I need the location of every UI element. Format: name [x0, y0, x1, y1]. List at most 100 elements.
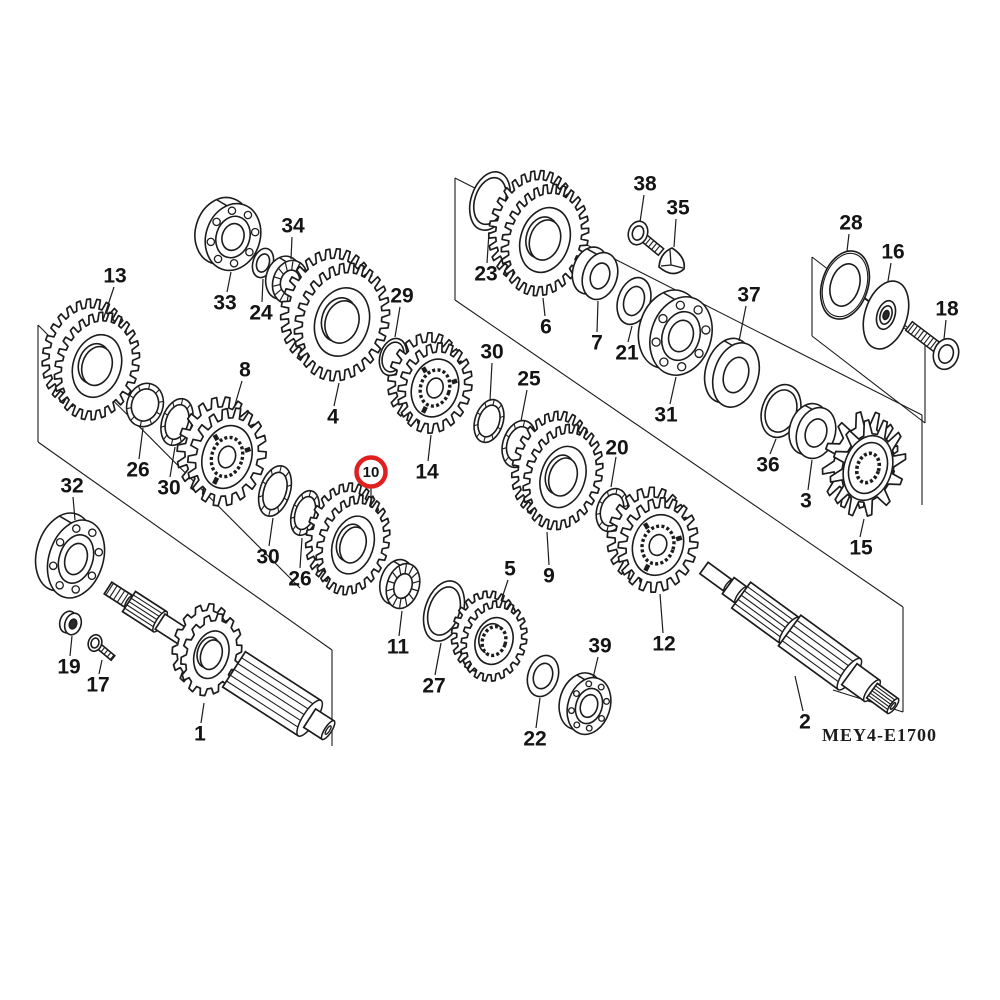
part-label-20: 20 [605, 437, 628, 460]
part-21-washer [616, 276, 652, 326]
part-18-bolt [904, 320, 960, 371]
part-label-37: 37 [737, 284, 760, 307]
leader-line-21 [627, 325, 633, 343]
part-2-shaft [698, 561, 900, 715]
part-9-gear [510, 410, 604, 531]
leader-line-30 [489, 362, 493, 401]
leader-line-26 [138, 427, 144, 460]
leader-line-7 [596, 300, 599, 333]
part-label-21: 21 [615, 342, 639, 365]
leader-line-12 [659, 593, 664, 634]
part-label-26: 26 [126, 459, 149, 482]
leader-line-35 [673, 218, 677, 248]
part-label-3: 3 [800, 490, 812, 513]
leader-line-9 [546, 531, 550, 566]
leader-line-28 [846, 233, 850, 252]
part-32-bearing [34, 512, 106, 599]
diagram-code: MEY4-E1700 [822, 725, 937, 745]
leader-line-18 [943, 319, 947, 340]
leader-line-4 [333, 382, 340, 407]
leader-line-34 [290, 236, 293, 260]
part-label-6: 6 [540, 316, 552, 339]
part-label-19: 19 [57, 656, 80, 679]
part-33-bearing [194, 196, 262, 272]
part-label-29: 29 [390, 285, 413, 308]
leader-line-27 [434, 642, 442, 676]
part-30-spline_ring [473, 398, 505, 444]
part-3-collar [788, 402, 837, 460]
part-27-ring [422, 580, 466, 642]
part-label-22: 22 [523, 728, 546, 751]
part-label-8: 8 [239, 359, 251, 382]
part-label-10: 10 [363, 464, 380, 481]
part-label-27: 27 [422, 675, 445, 698]
part-31-bearing [637, 289, 713, 376]
part-14-dog_gear [387, 331, 473, 434]
part-37-collar [703, 337, 761, 408]
leader-line-13 [102, 286, 115, 321]
leader-line-2 [794, 675, 804, 712]
part-label-5: 5 [504, 558, 516, 581]
part-label-31: 31 [654, 404, 678, 427]
leader-line-8 [233, 380, 243, 409]
leader-line-6 [542, 297, 546, 317]
part-label-12: 12 [652, 633, 675, 656]
part-label-18: 18 [935, 298, 959, 321]
part-label-7: 7 [591, 332, 603, 355]
part-15-sprocket [821, 411, 907, 517]
part-label-15: 15 [849, 537, 873, 560]
leader-lines [69, 194, 947, 729]
part-label-35: 35 [666, 197, 690, 220]
part-26-spline_ring [125, 382, 165, 428]
part-6-gear [487, 169, 590, 297]
part-11-needle [379, 558, 421, 610]
part-label-9: 9 [543, 565, 555, 588]
part-19-cup [58, 610, 83, 636]
leader-line-25 [520, 389, 528, 422]
part-22-washer [526, 654, 560, 698]
part-label-24: 24 [249, 302, 273, 325]
part-label-38: 38 [633, 173, 657, 196]
part-12-dog_gear [606, 486, 699, 593]
part-label-1: 1 [194, 723, 206, 746]
leader-line-36 [769, 438, 777, 455]
part-8-dog_gear [176, 396, 268, 507]
part-label-26: 26 [288, 568, 311, 591]
part-4-gear [279, 247, 391, 382]
part-label-17: 17 [86, 674, 109, 697]
part-30-spline_ring [257, 465, 293, 517]
leader-line-16 [887, 262, 892, 282]
part-28-disc [819, 250, 871, 320]
part-label-30: 30 [480, 341, 503, 364]
leader-line-37 [738, 305, 747, 342]
leader-line-5 [500, 579, 509, 602]
part-1-shaft [103, 580, 336, 741]
leader-line-20 [610, 456, 617, 488]
part-label-36: 36 [756, 454, 779, 477]
leader-line-15 [859, 518, 865, 538]
part-label-28: 28 [839, 212, 863, 235]
part-label-2: 2 [799, 711, 811, 734]
part-label-34: 34 [281, 215, 305, 238]
leader-line-19 [69, 635, 73, 657]
part-label-16: 16 [881, 241, 904, 264]
leader-line-31 [669, 376, 677, 405]
part-label-32: 32 [60, 475, 83, 498]
leader-line-26 [299, 537, 303, 569]
part-label-14: 14 [415, 461, 439, 484]
leader-line-14 [427, 434, 432, 462]
leader-line-33 [226, 271, 232, 293]
parts-layer [34, 169, 960, 741]
part-label-30: 30 [157, 477, 180, 500]
leader-line-32 [72, 496, 76, 521]
leader-line-29 [394, 306, 401, 338]
leader-line-39 [592, 656, 599, 679]
part-7-collar [571, 246, 619, 301]
leader-line-24 [261, 278, 264, 303]
part-35-cone [658, 247, 686, 275]
leader-line-1 [200, 702, 205, 724]
part-16-plate [862, 280, 910, 350]
part-label-11: 11 [387, 636, 410, 659]
